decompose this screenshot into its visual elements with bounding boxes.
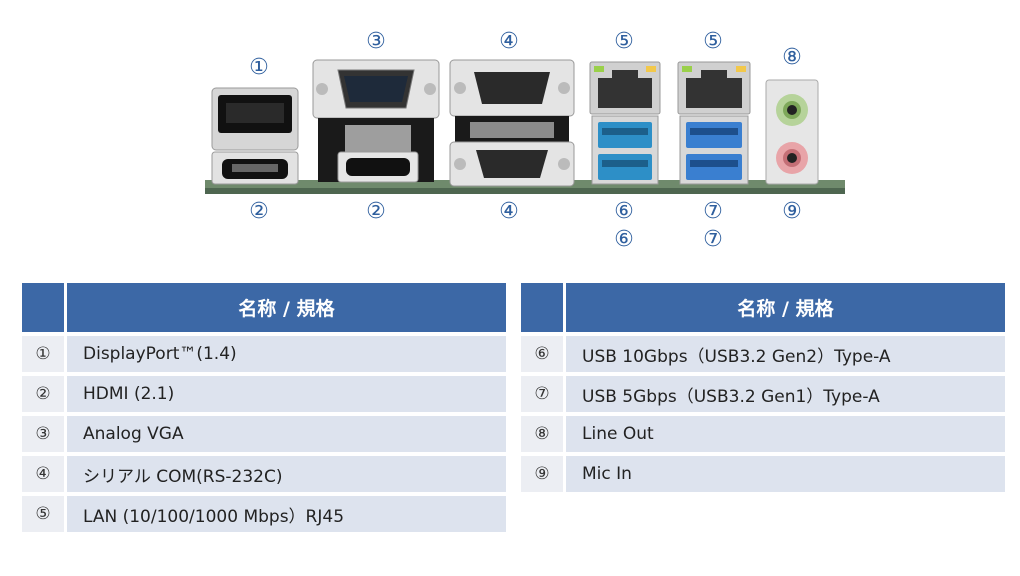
row-label: Mic In [566,456,1005,492]
header-num-cell [22,283,67,332]
usb-10gbps-ports [591,115,659,185]
usb-5gbps-ports [679,115,749,185]
row-num: ① [22,336,67,372]
row-label: USB 10Gbps（USB3.2 Gen2）Type-A [566,336,1005,372]
hdmi-port-1 [211,151,299,185]
row-num: ⑦ [521,376,566,412]
label-usb10-bottom-2: ⑥ [614,227,634,252]
io-panel-diagram [205,59,845,194]
row-label: Analog VGA [67,416,506,452]
spec-table-left: 名称 / 規格 ① DisplayPort™(1.4) ② HDMI (2.1)… [22,283,506,532]
row-num: ⑥ [521,336,566,372]
label-usb10-bottom-1: ⑥ [614,199,634,224]
label-com-bottom: ④ [499,199,519,224]
row-label: LAN (10/100/1000 Mbps）RJ45 [67,496,506,532]
com-port-1 [449,59,575,117]
label-usb5-bottom-1: ⑦ [703,199,723,224]
row-label: USB 5Gbps（USB3.2 Gen1）Type-A [566,376,1005,412]
label-usb5-bottom-2: ⑦ [703,227,723,252]
row-label: DisplayPort™(1.4) [67,336,506,372]
header-title: 名称 / 規格 [67,283,506,332]
com-port-2 [449,141,575,187]
hdmi-port-2 [337,151,419,183]
label-com-top: ④ [499,29,519,54]
label-lan-top-1: ⑤ [614,29,634,54]
label-hdmi-bottom-1: ② [249,199,269,224]
header-title: 名称 / 規格 [566,283,1005,332]
row-num: ⑤ [22,496,67,532]
row-num: ② [22,376,67,412]
label-hdmi-bottom-2: ② [366,199,386,224]
header-num-cell [521,283,566,332]
label-displayport-top: ① [249,55,269,80]
spec-table-right: 名称 / 規格 ⑥ USB 10Gbps（USB3.2 Gen2）Type-A … [521,283,1005,492]
lan-port-2 [677,61,751,115]
label-lan-top-2: ⑤ [703,29,723,54]
audio-jacks [765,79,819,185]
row-label: シリアル COM(RS-232C) [67,456,506,492]
row-label: Line Out [566,416,1005,452]
vga-port [312,59,440,119]
label-lineout-top: ⑧ [782,45,802,70]
lan-port-1 [589,61,661,115]
label-vga-top: ③ [366,29,386,54]
row-num: ⑨ [521,456,566,492]
row-num: ⑧ [521,416,566,452]
row-num: ④ [22,456,67,492]
row-label: HDMI (2.1) [67,376,506,412]
displayport-port [211,87,299,151]
label-micin-bottom: ⑨ [782,199,802,224]
row-num: ③ [22,416,67,452]
